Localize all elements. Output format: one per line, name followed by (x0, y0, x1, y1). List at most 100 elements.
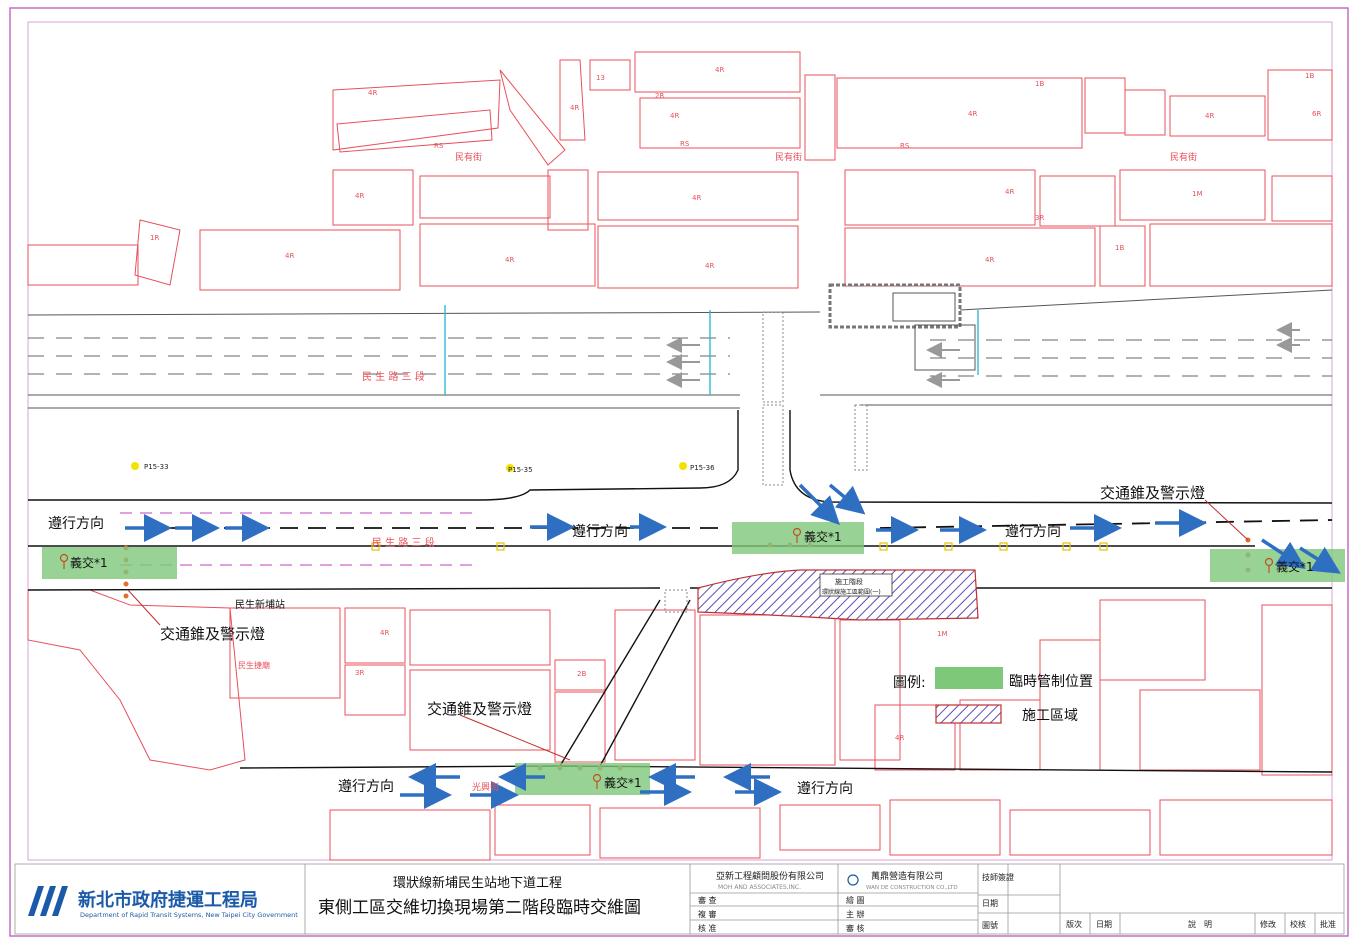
guard-label-east: 義交*1 (1276, 559, 1314, 574)
crosswalks (664, 311, 868, 613)
road-edges (27, 289, 1333, 409)
guard-label-center: 義交*1 (804, 529, 842, 544)
station-structure (828, 283, 962, 329)
guard-zone-center (732, 522, 864, 554)
building-outlines (27, 51, 1333, 861)
cone-dots (123, 537, 1251, 771)
street-minyou-left: 民有街 (455, 151, 482, 163)
building-label: 4R (380, 629, 389, 637)
project-name: 環狀線新埔民生站地下道工程 (393, 875, 562, 891)
building-label: 2R (655, 92, 664, 100)
guard-labels: 義交*1 義交*1 義交*1 義交*1 (70, 529, 1314, 790)
street-guangxing: 光興街 (472, 781, 499, 793)
guard-zone-south (515, 763, 650, 795)
building-label: 1R (150, 234, 159, 242)
pole-label-p36: P15-36 (690, 464, 715, 472)
revision-header: 校核 (1290, 919, 1306, 929)
meta-label: 日期 (982, 899, 998, 908)
building-label: 2B (577, 670, 586, 678)
building-label: 4R (692, 194, 701, 202)
contractor-logo-icon (847, 874, 859, 886)
street-minyou-mid: 民有街 (775, 151, 802, 163)
building-label: 1M (1192, 190, 1203, 198)
org-name: 新北市政府捷運工程局 (78, 889, 258, 911)
drawing-title: 東側工區交維切換現場第二階段臨時交維圖 (318, 898, 641, 918)
building-label: 4R (1205, 112, 1214, 120)
review-label: 複 審 (698, 909, 717, 919)
building-label: RS (680, 140, 690, 148)
travel-arrows (125, 483, 1341, 809)
contractor-name: 萬鼎營造有限公司 (871, 870, 943, 882)
building-label: 1B (1305, 72, 1314, 80)
revision-header: 說 明 (1188, 919, 1212, 929)
temple-label: 民生捷廟 (238, 660, 270, 670)
cones-label-w: 交通錐及警示燈 (160, 625, 265, 643)
draft-label: 審 核 (846, 923, 865, 933)
magenta-lane-lines (120, 512, 480, 566)
building-label: 1M (937, 630, 948, 638)
building-label: 4R (570, 104, 579, 112)
sheet-border-inner (27, 21, 1333, 861)
legend: 圖例: 臨時管制位置 施工區域 (893, 667, 1093, 724)
lane-arrows (666, 322, 1300, 388)
street-minsheng-north: 民 生 路 三 段 (362, 370, 425, 383)
poles: P15-33 P15-35 P15-36 (131, 462, 715, 474)
building-label: 4R (968, 110, 977, 118)
direction-label-center: 遵行方向 (572, 523, 628, 540)
building-label: 1B (1115, 244, 1124, 252)
work-zone-sub: 環狀線施工區範圍(一) (822, 588, 881, 596)
review-label: 審 查 (698, 895, 717, 905)
building-labels: 4R 4R 4R 4R 4R 4R 4R 4R 4R 4R 4R 4R 4R 4… (150, 66, 1321, 742)
direction-label-sw: 遵行方向 (338, 778, 394, 795)
revision-header: 日期 (1096, 920, 1112, 929)
legend-work-swatch (935, 704, 1002, 724)
cone-markers (371, 542, 1108, 551)
guard-label-west: 義交*1 (70, 555, 108, 570)
building-label: 4R (985, 256, 994, 264)
building-label: 4R (715, 66, 724, 74)
street-minsheng-south: 民 生 路 三 段 (372, 536, 435, 549)
guard-label-south: 義交*1 (604, 775, 642, 790)
traffic-island (914, 324, 976, 371)
building-label: 4R (355, 192, 364, 200)
org-logo-icon (28, 886, 68, 916)
revision-headers: 版次 日期 說 明 修改 校核 批准 (1066, 919, 1336, 929)
contractor-name-en: WAN DE CONSTRUCTION CO.,LTD (866, 885, 958, 891)
street-minyou-right: 民有街 (1170, 151, 1197, 163)
building-label: 1B (1035, 80, 1044, 88)
legend-work-label: 施工區域 (1022, 708, 1078, 724)
work-zone-label: 施工階段 (835, 577, 863, 586)
org-name-en: Department of Rapid Transit Systems, New… (80, 911, 298, 919)
revision-header: 版次 (1066, 919, 1082, 929)
guard-zones (42, 522, 1345, 795)
meta-label: 技師簽證 (982, 872, 1014, 882)
building-label: RS (434, 142, 444, 150)
draft-label: 繪 圖 (846, 895, 865, 905)
building-label: 4R (1005, 188, 1014, 196)
building-label: 4R (705, 262, 714, 270)
station-name: 民生新埔站 (235, 598, 285, 611)
cones-label-ne: 交通錐及警示燈 (1100, 484, 1205, 502)
guard-icons (59, 527, 1274, 789)
building-label: 3R (355, 669, 364, 677)
building-label: 13 (596, 74, 605, 82)
direction-label-ne: 遵行方向 (1005, 523, 1061, 540)
title-block-frame (14, 863, 1345, 935)
building-label: 4R (368, 89, 377, 97)
pole-label-p35: P15-35 (508, 466, 533, 474)
meta-label: 圖號 (982, 920, 998, 930)
cyan-markers (444, 305, 979, 395)
building-label: 4R (670, 112, 679, 120)
annotations: 遵行方向 遵行方向 遵行方向 遵行方向 遵行方向 交通錐及警示燈 交通錐及警示燈… (48, 484, 1205, 797)
revision-header: 修改 (1260, 919, 1276, 929)
draft-label: 主 辦 (846, 909, 865, 919)
station-structure-inner (892, 292, 956, 322)
work-zone-label-box (819, 573, 893, 597)
building-label: 6R (1312, 110, 1321, 118)
building-label: 4R (505, 256, 514, 264)
direction-label-nw: 遵行方向 (48, 515, 104, 532)
guard-zone-west (42, 547, 177, 579)
consultant-name: 亞新工程顧問股份有限公司 (716, 870, 824, 882)
building-label: 4R (895, 734, 904, 742)
building-label: 4R (285, 252, 294, 260)
